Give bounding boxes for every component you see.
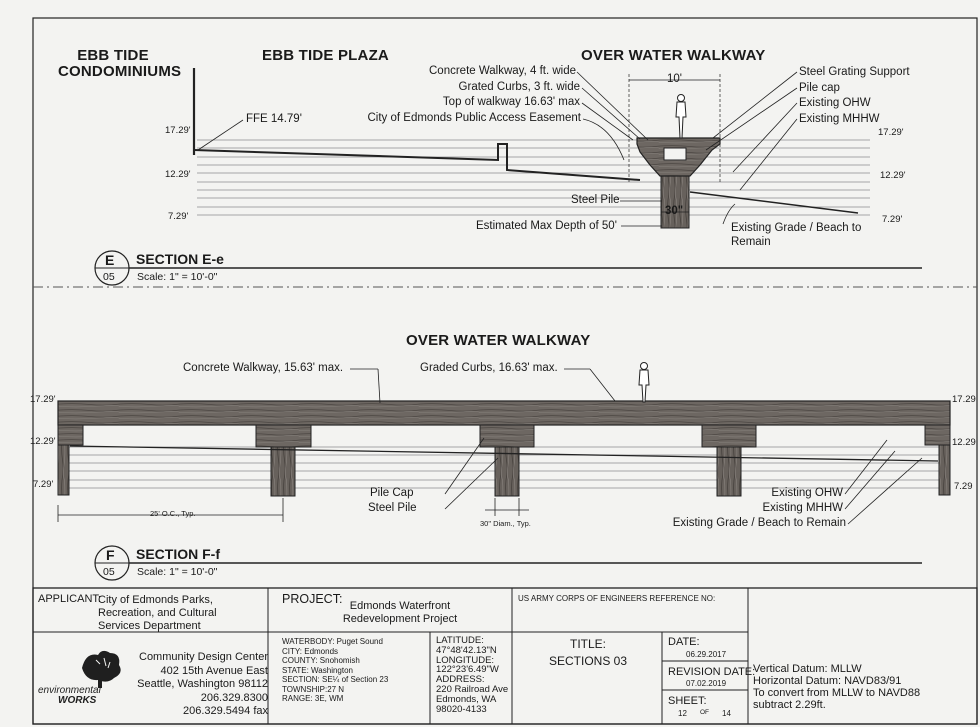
lower-elev-left-17: 17.29' [30,394,56,405]
location-info: WATERBODY: Puget Sound CITY: Edmonds COU… [282,637,389,703]
section-e-linework [94,68,922,286]
grated-curbs-label: Grated Curbs, 3 ft. wide [458,81,580,93]
section-f-linework [57,362,951,581]
ebb-tide-plaza-label: EBB TIDE PLAZA [262,47,389,64]
usace-ref-label: US ARMY CORPS OF ENGINEERS REFERENCE NO: [518,594,716,603]
sheet-of: OF [700,709,710,716]
section-f-title: SECTION F-f [136,546,220,562]
elev-left-17: 17.29' [165,125,191,136]
logo-text: environmental WORKS [38,685,101,706]
pile-cap-lower-label: Pile Cap [370,487,414,499]
mhhw-lower-label: Existing MHHW [762,502,843,514]
concrete-walkway-lower-label: Concrete Walkway, 15.63' max. [183,362,344,374]
steel-pile-label: Steel Pile [571,194,620,206]
section-e-title: SECTION E-e [136,251,224,267]
easement-label: City of Edmonds Public Access Easement [367,112,582,124]
project-name: Edmonds Waterfront Redevelopment Project [342,600,458,625]
diameter-dim: 30" Diam., Typ. [480,519,531,528]
ffe-label: FFE 14.79' [246,113,302,125]
mhhw-label: Existing MHHW [799,113,880,125]
ebb-tide-condos-label: EBB TIDE CONDOMINIUMS [58,47,182,80]
section-e-marker-letter: E [105,252,115,268]
top-of-walkway-label: Top of walkway 16.63' max [442,96,580,108]
project-label: PROJECT: [282,592,343,606]
ten-foot-dim: 10' [667,73,682,85]
ohw-lower-label: Existing OHW [771,487,843,499]
title-label: TITLE: [570,637,607,651]
date-value: 06.29.2017 [686,650,727,659]
elev-left-12: 12.29' [165,169,191,180]
revision-date-label: REVISION DATE: [668,666,756,678]
applicant-label: APPLICANT: [38,593,101,605]
org-address: Community Design Center 402 15th Avenue … [137,651,268,717]
date-label: DATE: [668,636,700,648]
section-f-marker-sheet: 05 [103,566,115,578]
environmental-works-logo [82,650,121,688]
sheet-total: 14 [722,709,731,718]
upper-walkway-title: OVER WATER WALKWAY [581,47,766,64]
lower-elev-right-12: 12.29 [952,437,976,448]
grade-beach-label: Existing Grade / Beach to Remain [731,222,862,248]
ohw-label: Existing OHW [799,97,871,109]
sheet-label: SHEET: [668,695,707,707]
section-f-scale: Scale: 1" = 10'-0" [137,566,218,578]
steel-pile-lower-label: Steel Pile [368,502,417,514]
concrete-walkway-label: Concrete Walkway, 4 ft. wide [429,65,576,77]
revision-date-value: 07.02.2019 [686,679,727,688]
section-e-scale: Scale: 1" = 10'-0" [137,271,218,283]
grade-beach-lower-label: Existing Grade / Beach to Remain [672,517,846,529]
sheet-number: 12 [678,709,687,718]
elev-right-17: 17.29' [878,127,904,138]
title-value: SECTIONS 03 [549,654,628,668]
coordinates-info: LATITUDE: 47°48'42.13"N LONGITUDE: 122°2… [436,635,509,715]
pile-cap-label: Pile cap [799,82,840,94]
spacing-dim: 25' O.C., Typ. [150,509,196,518]
applicant-name: City of Edmonds Parks, Recreation, and C… [98,594,217,632]
max-depth-label: Estimated Max Depth of 50' [476,220,617,232]
section-e-marker-sheet: 05 [103,271,115,283]
elev-right-7: 7.29' [882,214,903,225]
thirty-inch-dim: 30" [665,205,684,217]
titleblock-grid [32,587,978,725]
lower-elev-left-12: 12.29' [30,436,56,447]
steel-grating-label: Steel Grating Support [799,66,910,78]
graded-curbs-label: Graded Curbs, 16.63' max. [420,362,558,374]
lower-walkway-title: OVER WATER WALKWAY [406,332,591,349]
datum-notes: Vertical Datum: MLLW Horizontal Datum: N… [753,663,921,711]
section-f-marker-letter: F [106,547,115,563]
elev-left-7: 7.29' [168,211,189,222]
lower-elev-left-7: 7.29' [33,479,54,490]
lower-elev-right-7: 7.29 [954,481,973,492]
lower-elev-right-17: 17.29 [952,394,976,405]
elev-right-12: 12.29' [880,170,906,181]
